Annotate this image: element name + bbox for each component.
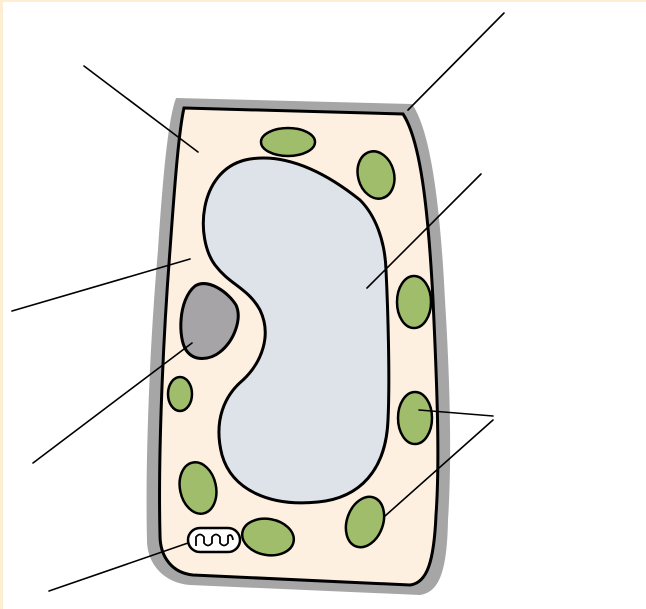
chloroplast [261,128,315,156]
chloroplast [398,392,432,444]
chloroplast [168,377,192,411]
chloroplast [397,276,431,328]
leader-line-cell-wall [408,13,504,110]
mitochondrion [188,528,240,552]
